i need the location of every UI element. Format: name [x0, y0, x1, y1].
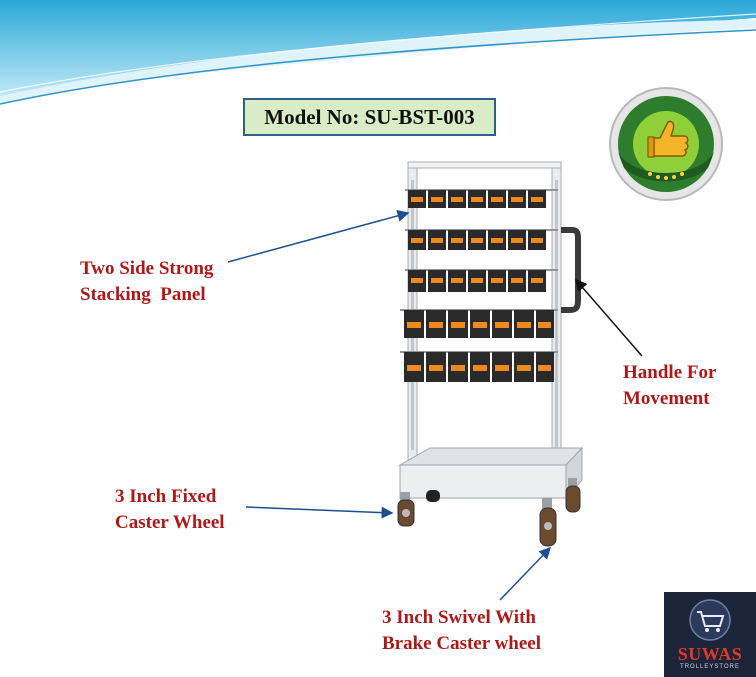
arrow-swivel-caster — [499, 546, 552, 601]
callout-stacking-panel-line-1: Two Side Strong — [80, 258, 214, 279]
callout-handle-line-2: Movement — [623, 388, 710, 409]
callout-swivel-caster-line-2: Brake Caster wheel — [382, 633, 542, 654]
suwas-logo: SUWAS TROLLEYSTORE — [664, 592, 756, 677]
model-number-text: Model No: SU-BST-003 — [264, 104, 475, 129]
bin-stacking-trolley-illustration — [397, 161, 584, 547]
callout-fixed-caster: 3 Inch Fixed Caster Wheel — [115, 484, 225, 536]
thumbs-up-icon — [647, 120, 689, 158]
arrow-stacking-panel — [227, 209, 410, 263]
callout-fixed-caster-line-1: 3 Inch Fixed — [115, 486, 217, 507]
handle-icon — [561, 227, 581, 313]
fixed-caster-wheel-icon — [397, 492, 415, 527]
callout-stacking-panel: Two Side Strong Stacking Panel — [80, 256, 213, 308]
header-wave-decoration — [0, 0, 756, 105]
model-number-box: Model No: SU-BST-003 — [243, 98, 496, 136]
callout-stacking-panel-line-2: Stacking Panel — [80, 284, 206, 305]
logo-tagline: TROLLEYSTORE — [680, 664, 740, 670]
trolley-icon — [689, 599, 731, 641]
callout-handle-line-1: Handle For — [623, 362, 717, 383]
rear-caster-wheel-icon — [426, 478, 581, 513]
swivel-brake-caster-wheel-icon — [539, 498, 557, 547]
callout-swivel-caster-line-1: 3 Inch Swivel With — [382, 607, 536, 628]
best-price-best-quality-badge — [609, 87, 723, 201]
callout-fixed-caster-line-2: Caster Wheel — [115, 512, 225, 533]
callout-handle: Handle For Movement — [623, 360, 716, 412]
callout-swivel-caster: 3 Inch Swivel With Brake Caster wheel — [382, 605, 541, 657]
logo-name: SUWAS — [677, 644, 743, 664]
arrow-fixed-caster — [245, 506, 394, 519]
